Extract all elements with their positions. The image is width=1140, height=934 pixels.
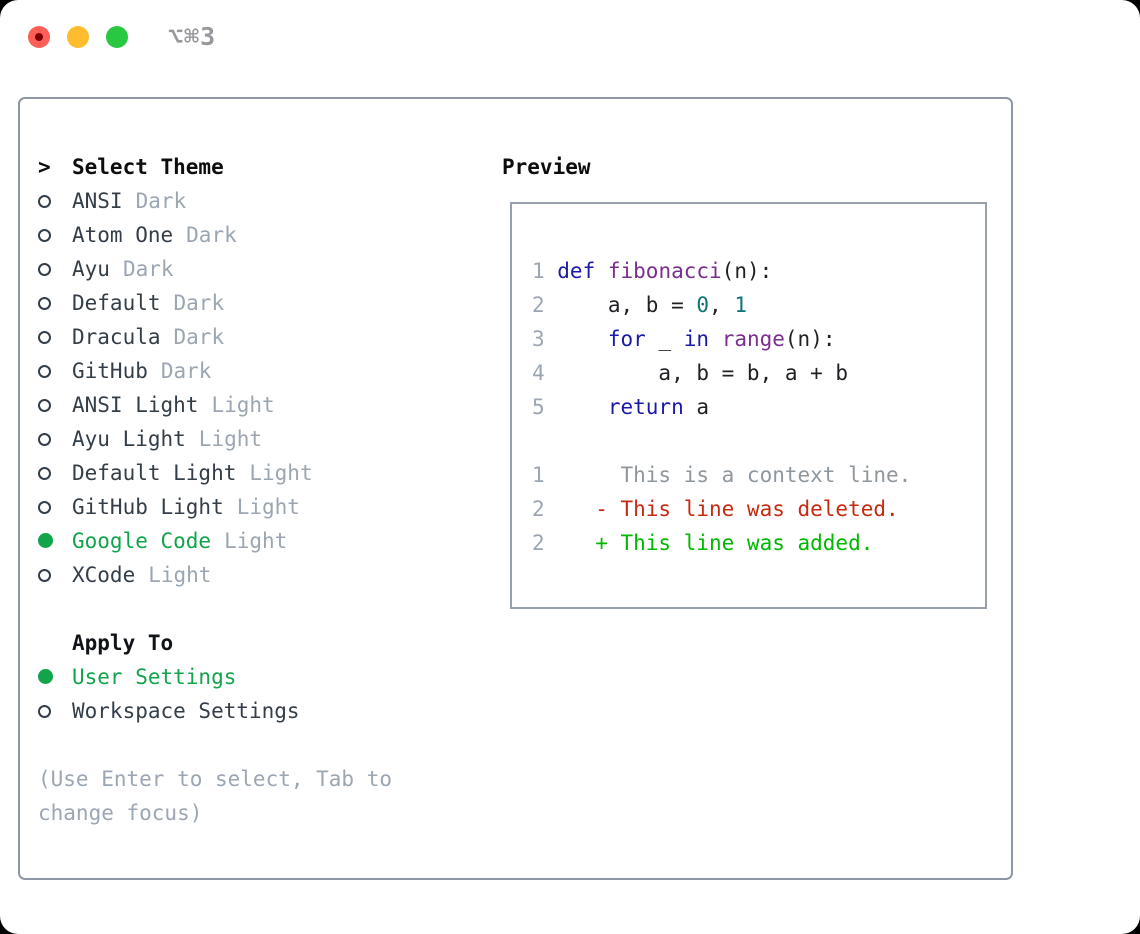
variant-label: Dark (173, 325, 225, 349)
radio-icon (38, 184, 72, 218)
radio-icon (38, 456, 72, 490)
line-number: 2 (532, 497, 545, 521)
variant-label: Light (148, 563, 212, 587)
variant-label: Dark (173, 291, 225, 315)
code-line: 3 for _ in range(n): (532, 322, 985, 356)
variant-label: Light (211, 393, 275, 417)
line-number: 2 (532, 293, 545, 317)
option-label: ANSI Light (72, 393, 199, 417)
option-label: Google Code (72, 529, 212, 553)
variant-label: Dark (122, 257, 174, 281)
code-line (532, 424, 985, 458)
option-label: Default (72, 291, 161, 315)
radio-icon (38, 286, 72, 320)
radio-icon (38, 354, 72, 388)
variant-label: Light (249, 461, 313, 485)
theme-item-default[interactable]: Default Dark (38, 286, 418, 320)
option-label: XCode (72, 563, 136, 587)
code-line: 2 + This line was added. (532, 526, 985, 560)
code-line: 1 This is a context line. (532, 458, 985, 492)
code-line: 5 return a (532, 390, 985, 424)
spacer (38, 728, 418, 762)
variant-label: Dark (186, 223, 237, 247)
option-label: Ayu Light (72, 427, 186, 451)
option-label: Dracula (72, 325, 161, 349)
option-label: Ayu (72, 257, 110, 281)
code-line: 2 - This line was deleted. (532, 492, 985, 526)
option-label: GitHub (72, 359, 148, 383)
apply-option-workspace-settings[interactable]: Workspace Settings (38, 694, 418, 728)
line-number: 2 (532, 531, 545, 555)
select-theme-title: Select Theme (72, 155, 224, 179)
option-label: User Settings (72, 665, 237, 689)
option-label: Atom One (72, 223, 174, 247)
option-label: GitHub Light (72, 495, 224, 519)
preview-title: Preview (502, 155, 591, 179)
radio-icon (38, 558, 72, 592)
radio-icon (38, 422, 72, 456)
variant-label: Dark (160, 359, 212, 383)
theme-item-ayu[interactable]: Ayu Dark (38, 252, 418, 286)
theme-item-google-code[interactable]: Google Code Light (38, 524, 418, 558)
line-number: 1 (532, 259, 545, 283)
line-number: 4 (532, 361, 545, 385)
apply-to-header: Apply To (38, 626, 418, 660)
theme-item-default-light[interactable]: Default Light Light (38, 456, 418, 490)
titlebar: ⌥⌘3 (0, 0, 1140, 70)
variant-label: Dark (135, 189, 187, 213)
cursor-arrow-icon: > (38, 155, 51, 179)
close-dot-icon (35, 33, 43, 41)
line-number: 5 (532, 395, 545, 419)
variant-label: Light (236, 495, 300, 519)
radio-icon (38, 490, 72, 524)
variant-label: Light (198, 427, 263, 451)
code-line: 4 a, b = b, a + b (532, 356, 985, 390)
spacer (38, 592, 418, 626)
theme-item-xcode[interactable]: XCode Light (38, 558, 418, 592)
radio-icon (38, 388, 72, 422)
theme-item-github-light[interactable]: GitHub Light Light (38, 490, 418, 524)
minimize-button[interactable] (67, 26, 89, 48)
radio-selected-icon (38, 524, 72, 558)
theme-item-ayu-light[interactable]: Ayu Light Light (38, 422, 418, 456)
option-label: Default Light (72, 461, 237, 485)
line-number: 3 (532, 327, 545, 351)
variant-label: Light (224, 529, 288, 553)
theme-item-dracula[interactable]: Dracula Dark (38, 320, 418, 354)
zoom-button[interactable] (106, 26, 128, 48)
theme-item-ansi[interactable]: ANSI Dark (38, 184, 418, 218)
radio-icon (38, 320, 72, 354)
option-label: ANSI (72, 189, 123, 213)
radio-icon (38, 694, 72, 728)
window-title-shortcut: ⌥⌘3 (168, 22, 217, 51)
theme-item-atom-one[interactable]: Atom One Dark (38, 218, 418, 252)
option-label: Workspace Settings (72, 699, 300, 723)
apply-option-user-settings[interactable]: User Settings (38, 660, 418, 694)
hint-text: (Use Enter to select, Tab to change focu… (38, 767, 393, 825)
line-number: 1 (532, 463, 545, 487)
radio-icon (38, 252, 72, 286)
theme-item-ansi-light[interactable]: ANSI Light Light (38, 388, 418, 422)
code-line: 2 a, b = 0, 1 (532, 288, 985, 322)
radio-icon (38, 218, 72, 252)
select-theme-header: > Select Theme (38, 150, 418, 184)
close-button[interactable] (28, 26, 50, 48)
theme-item-github[interactable]: GitHub Dark (38, 354, 418, 388)
apply-to-title: Apply To (72, 631, 174, 655)
radio-selected-icon (38, 660, 72, 694)
